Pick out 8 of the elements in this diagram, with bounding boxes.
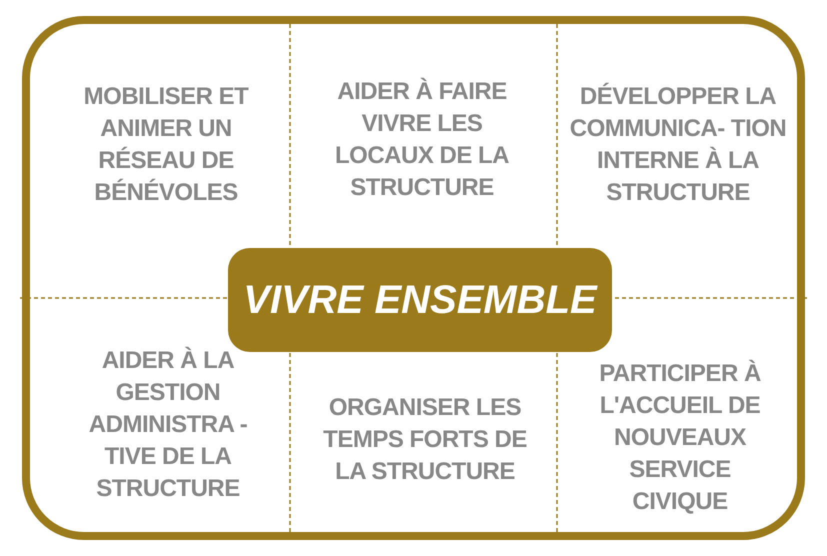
cell-text: AIDER À LA GESTION ADMINISTRA -TIVE DE LA STRUCTURE <box>88 346 248 504</box>
cell-text: ORGANISER LES TEMPS FORTS DE LA STRUCTURE <box>322 393 528 487</box>
cell-text: DÉVELOPPER LA COMMUNICA- TION INTERNE À LA STRUCTURE <box>568 82 788 208</box>
cell-text: AIDER À FAIRE VIVRE LES LOCAUX DE LA STRUCTURE <box>334 76 510 203</box>
cell-text: MOBILISER ET ANIMER UN RÉSEAU DE BÉNÉVOLES <box>82 82 250 208</box>
cell-text: PARTICIPER À L'ACCUEIL DE NOUVEAUX SERVICE CIVIQUE <box>598 358 762 517</box>
title-banner <box>228 248 612 352</box>
banner-text: VIVRE ENSEMBLE <box>243 278 597 322</box>
